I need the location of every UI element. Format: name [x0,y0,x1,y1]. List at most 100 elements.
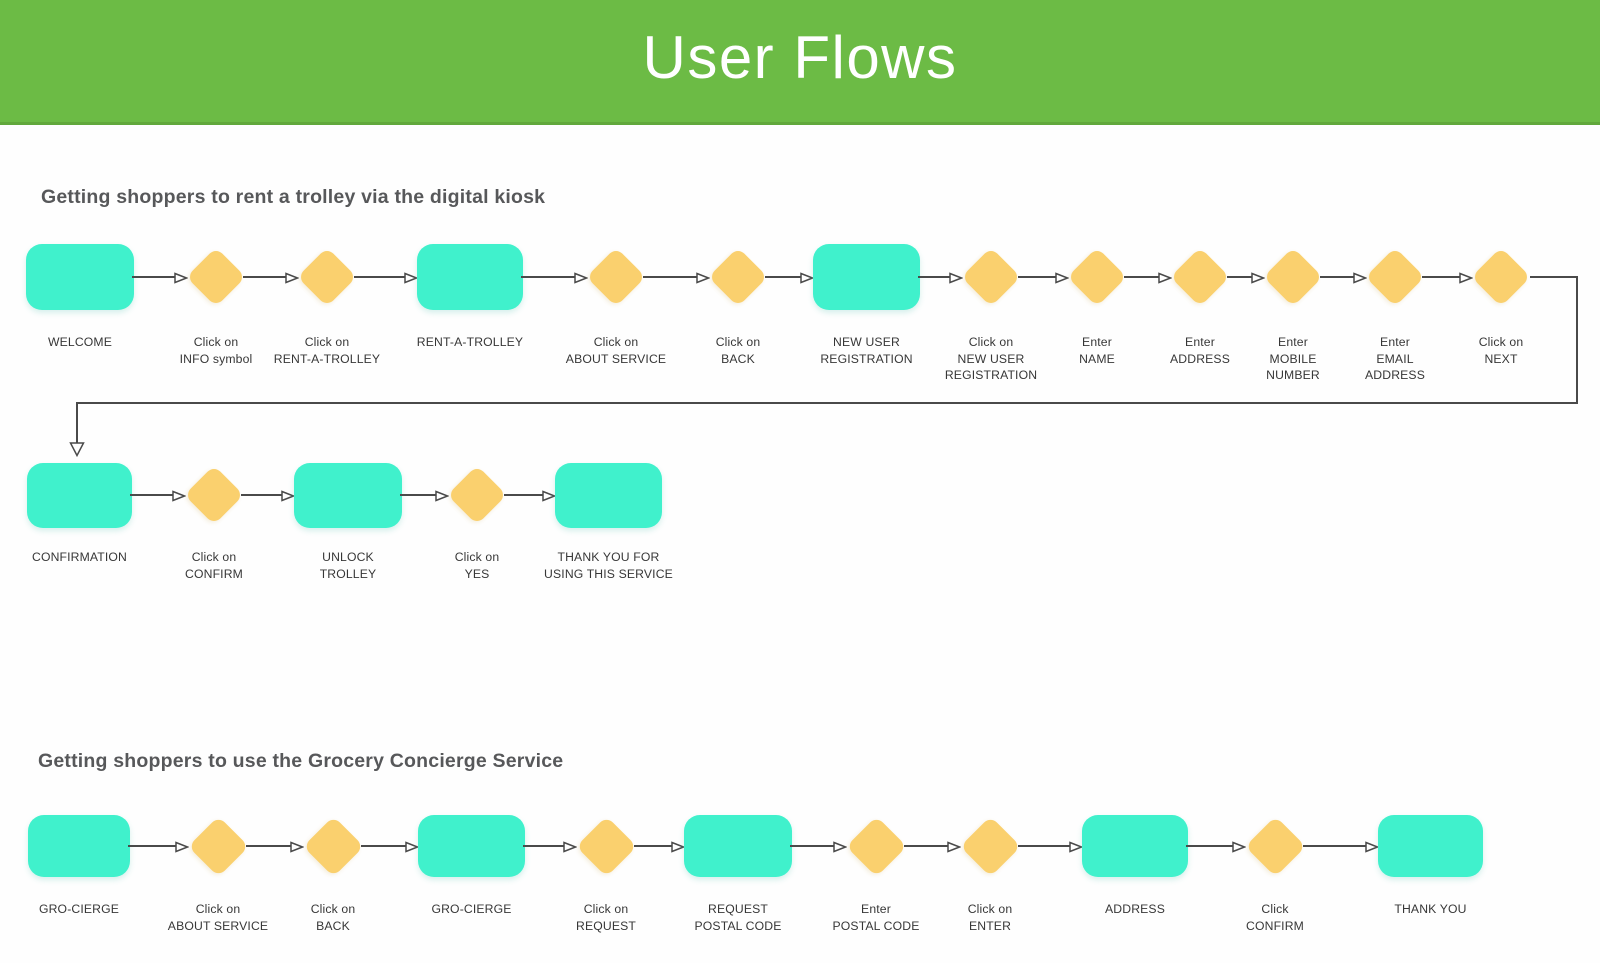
diamond-shape [1263,247,1323,307]
arrow-head-down-icon [69,442,85,457]
diamond-shape [302,815,364,877]
flow-arrow-shaft [523,845,565,847]
flow-node-action-click-on-about-service [586,247,646,307]
diamond-shape [708,247,768,307]
flow-arrow-shaft [1422,276,1461,278]
flow-node-action-click-on-next [1471,247,1531,307]
flow-node-action-enter-name [1067,247,1127,307]
flow-node-label-click-on-confirm: Click on CONFIRM [185,550,243,581]
flow-node-label-click-on-yes: Click on YES [454,550,500,581]
arrow-head-right-icon [542,489,557,502]
flow-node-label-gro-cierge: GRO-CIERGE [431,902,512,916]
flow-node-label-enter-email-address: Enter EMAIL ADDRESS [1365,335,1425,382]
flow-node-label-enter-name: Enter NAME [1079,335,1115,366]
diamond-shape [961,247,1021,307]
flow-node-action-click-on-new-user-registration [961,247,1021,307]
flow-node-label-unlock-trolley: UNLOCK TROLLEY [319,550,377,581]
flow-node-action-enter-address [1170,247,1230,307]
diamond-shape [959,815,1021,877]
flow-arrow-shaft [1303,845,1367,847]
flow-node-label-address: ADDRESS [1105,902,1165,916]
arrow-head-right-icon [1232,840,1247,853]
flow-node-action-click-confirm [1244,815,1306,877]
diamond-shape [575,815,637,877]
arrow-head-right-icon [1459,271,1474,284]
flow-node-label-enter-mobile-number: Enter MOBILE NUMBER [1266,335,1320,382]
diamond-shape [586,247,646,307]
flow-node-label-click-on-enter: Click on ENTER [967,902,1013,933]
flow-node-action-click-on-back [302,815,364,877]
flow-node-action-click-on-info-symbol [186,247,246,307]
flow-node-label-click-on-request: Click on REQUEST [576,902,636,933]
flow-node-label-thank-you-for-using-this-service: THANK YOU FOR USING THIS SERVICE [544,550,673,581]
flow-arrow-shaft [904,845,949,847]
arrow-head-right-icon [800,271,815,284]
flow-arrow-shaft [643,276,698,278]
flow-node-screen-rent-a-trolley [417,244,523,310]
flow-node-label-click-on-about-service: Click on ABOUT SERVICE [167,902,269,933]
diamond-shape [297,247,357,307]
flow-node-label-click-confirm: Click CONFIRM [1246,902,1304,933]
flow-arrow-shaft [1018,845,1071,847]
arrow-head-right-icon [574,271,589,284]
flow-node-label-click-on-back: Click on BACK [715,335,761,366]
flow-node-action-click-on-yes [447,465,507,525]
flow-node-screen-confirmation [27,462,132,528]
diamond-shape [845,815,907,877]
wrap-connector-segment [1530,276,1577,278]
flow-node-screen-thank-you-for-using-this-service [555,462,662,528]
arrow-head-right-icon [405,840,420,853]
flow-node-label-click-on-next: Click on NEXT [1478,335,1524,366]
page-header: User Flows [0,0,1600,125]
arrow-head-right-icon [172,489,187,502]
flow-arrow-shaft [1186,845,1234,847]
diamond-shape [1244,815,1306,877]
flow-arrow-shaft [765,276,802,278]
arrow-head-right-icon [1055,271,1070,284]
flow-node-label-click-on-about-service: Click on ABOUT SERVICE [565,335,667,366]
flow-node-label-click-on-new-user-registration: Click on NEW USER REGISTRATION [944,335,1038,382]
flow-node-label-enter-address: Enter ADDRESS [1170,335,1230,366]
flow-node-label-click-on-back: Click on BACK [310,902,356,933]
arrow-head-right-icon [1353,271,1368,284]
flow-arrow-shaft [130,494,174,496]
flow-node-label-thank-you: THANK YOU [1394,902,1467,916]
flow-arrow-shaft [243,276,287,278]
arrow-head-right-icon [435,489,450,502]
flow-arrow-shaft [634,845,673,847]
wrap-connector-segment [76,402,1578,404]
flow-arrow-shaft [1320,276,1355,278]
flow-arrow-shaft [241,494,283,496]
flow-arrow-shaft [128,845,177,847]
diamond-shape [187,815,249,877]
flow-arrow-shaft [1018,276,1057,278]
flow-node-screen-request-postal-code [684,815,792,877]
wrap-connector-segment [1576,276,1578,404]
arrow-head-right-icon [281,489,296,502]
flow-node-label-click-on-rent-a-trolley: Click on RENT-A-TROLLEY [273,335,381,366]
flow-arrow-shaft [918,276,951,278]
flow-arrow-shaft [400,494,437,496]
arrow-head-right-icon [947,840,962,853]
flow-arrow-shaft [361,845,407,847]
arrow-head-right-icon [175,840,190,853]
diamond-shape [447,465,507,525]
diamond-shape [1471,247,1531,307]
flow-node-label-click-on-info-symbol: Click on INFO symbol [179,335,253,366]
flow-node-label-gro-cierge: GRO-CIERGE [38,902,120,916]
flow-node-action-click-on-enter [959,815,1021,877]
arrow-head-right-icon [833,840,848,853]
diamond-shape [1365,247,1425,307]
flow-node-action-enter-mobile-number [1263,247,1323,307]
flow-arrow-shaft [246,845,292,847]
flow-arrow-shaft [1124,276,1160,278]
flow-node-action-click-on-back [708,247,768,307]
arrow-head-right-icon [290,840,305,853]
flow-node-action-click-on-about-service [187,815,249,877]
flow-arrow-shaft [354,276,406,278]
arrow-head-right-icon [1069,840,1084,853]
flow-node-screen-new-user-registration [813,244,920,310]
flow-node-screen-address [1082,815,1188,877]
flow-node-label-confirmation: CONFIRMATION [31,550,128,564]
